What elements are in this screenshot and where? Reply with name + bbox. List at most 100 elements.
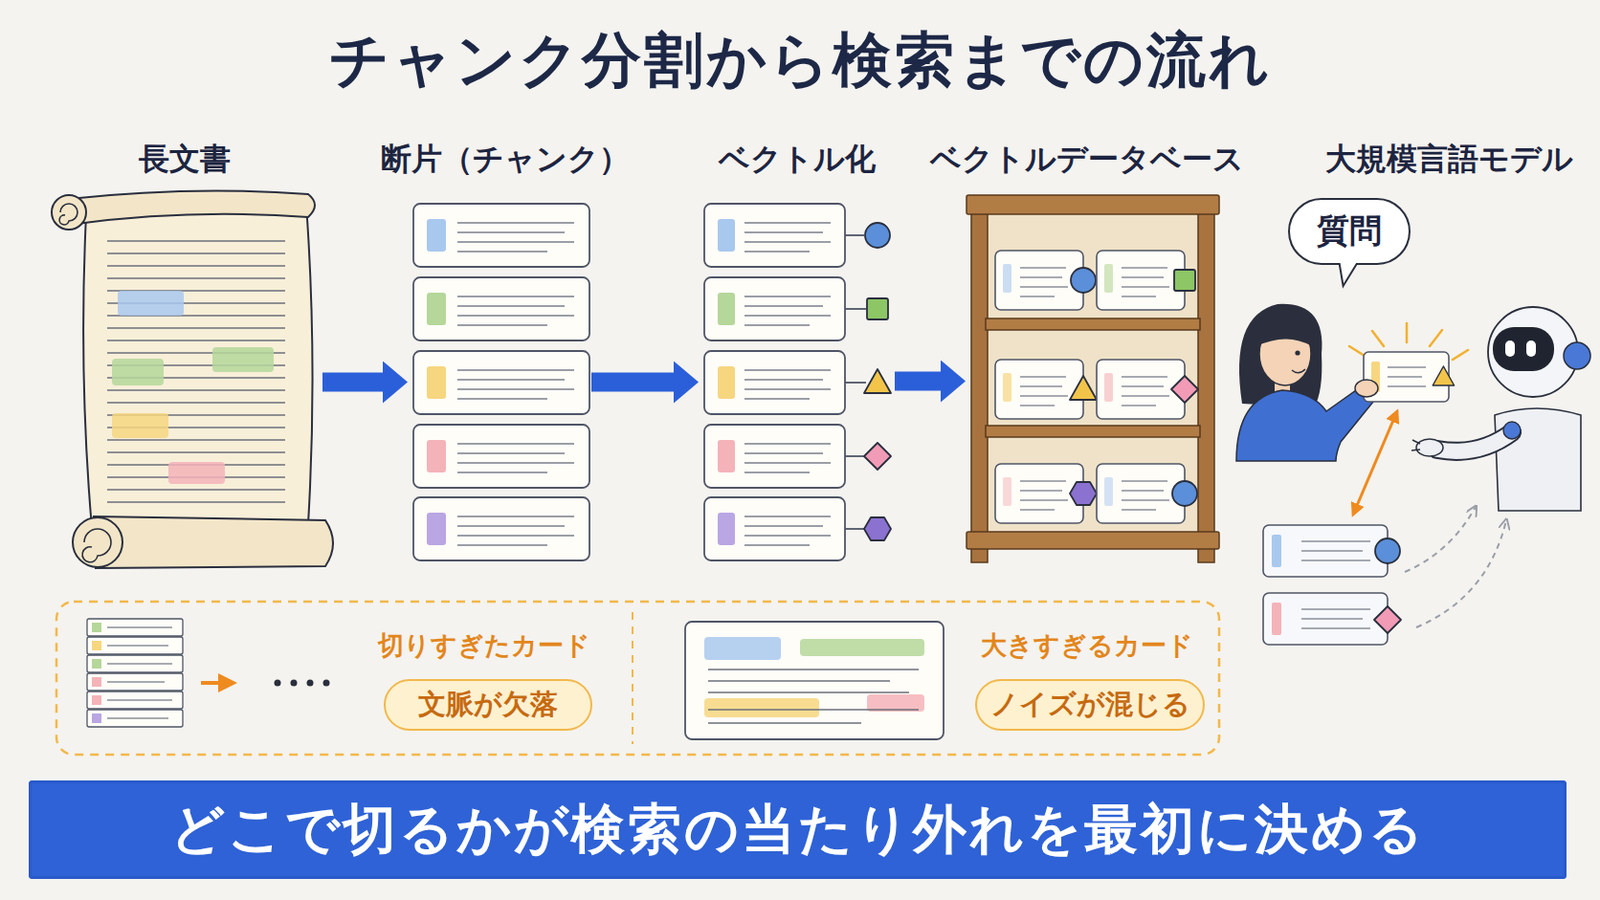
retrieved-cards	[1263, 525, 1388, 578]
tiny-card-stack	[107, 626, 173, 628]
tiny-card-stack	[290, 680, 298, 688]
database-shelf	[1104, 264, 1113, 293]
node-heading: ベクトル化	[718, 140, 876, 178]
database-shelf	[985, 425, 1200, 438]
tiny-card-stack	[91, 659, 102, 669]
diagram-title: チャンク分割から検索までの流れ	[0, 24, 1600, 96]
vector-cards	[704, 277, 845, 341]
chunk-cards	[426, 366, 446, 400]
held-card	[1349, 323, 1468, 402]
chunk-cards	[413, 351, 590, 415]
vector-cards	[717, 292, 735, 326]
retrieved-cards	[1263, 593, 1388, 645]
database-shelf	[966, 195, 1220, 563]
vector-cards	[865, 222, 890, 248]
robot-figure	[1494, 408, 1581, 512]
database-shelf	[1104, 373, 1113, 402]
warning-pill: 切りすぎたカード文脈が欠落	[383, 679, 593, 732]
chunk-cards	[413, 497, 590, 561]
tiny-card-stack	[87, 619, 331, 728]
retrieved-cards	[1375, 538, 1400, 564]
tiny-card-stack	[91, 677, 102, 688]
woman-figure	[1236, 388, 1374, 462]
woman-figure	[1256, 314, 1314, 347]
retrieved-cards	[1263, 411, 1507, 645]
flow-arrow	[894, 372, 941, 392]
chunk-cards	[426, 292, 446, 326]
vector-cards	[717, 219, 735, 252]
database-shelf	[985, 318, 1200, 331]
retrieved-cards	[1416, 520, 1507, 628]
chunk-cards	[426, 512, 446, 546]
node-heading: 大規模言語モデル	[1325, 140, 1574, 178]
chunk-stage: 断片（チャンク）	[413, 203, 590, 561]
llm-stage: 大規模言語モデル質問	[1234, 191, 1584, 661]
tiny-card-stack	[107, 717, 169, 719]
tiny-card-stack	[200, 681, 234, 686]
database-shelf	[995, 359, 1084, 420]
tiny-card-stack	[107, 699, 173, 701]
vector-cards	[844, 455, 865, 458]
held-card	[1387, 367, 1426, 387]
chunk-cards	[426, 219, 446, 252]
warning-pill: 大きすぎるカードノイズが混じる	[975, 679, 1205, 732]
vector-cards	[844, 381, 867, 384]
takeaway-band: どこで切るかが検索の当たり外れを最初に決める	[28, 780, 1567, 880]
vector-cards	[717, 512, 735, 546]
vector-cards	[844, 308, 867, 311]
database-shelf	[1069, 482, 1097, 506]
oversized-card	[708, 669, 919, 724]
document-stage: 長文書	[47, 194, 321, 573]
database-shelf	[1069, 376, 1097, 400]
tiny-card-stack	[107, 663, 173, 665]
woman-figure	[1294, 350, 1300, 356]
tiny-card-stack	[274, 680, 282, 688]
document-scroll	[51, 195, 87, 230]
vector-cards	[717, 440, 735, 473]
node-heading: ベクトルデータベース	[930, 140, 1245, 178]
tiny-card-stack	[307, 680, 314, 688]
woman-figure	[1236, 304, 1374, 462]
document-scroll	[107, 235, 289, 506]
chunk-cards	[413, 203, 590, 561]
document-scroll	[93, 516, 334, 569]
tiny-card-stack	[87, 673, 183, 691]
vector-cards	[717, 366, 735, 400]
database-shelf	[966, 195, 1220, 215]
tiny-card-stack	[91, 622, 102, 633]
tiny-card-stack	[107, 644, 169, 646]
vector-cards	[704, 203, 845, 267]
node-heading: 切りすぎたカード	[377, 630, 591, 662]
node-label: ノイズが混じる	[990, 686, 1191, 725]
database-shelf	[1104, 477, 1113, 507]
vector-cards	[864, 443, 891, 470]
document-scroll	[117, 290, 184, 316]
database-shelf	[1002, 373, 1012, 402]
held-card	[1432, 366, 1454, 386]
chunk-cards	[413, 424, 590, 489]
database-shelf	[966, 532, 1220, 550]
held-card	[1355, 379, 1378, 398]
tiny-card-stack	[91, 641, 102, 651]
vector-cards	[864, 369, 891, 394]
robot-figure	[1411, 440, 1421, 451]
robot-figure	[1411, 307, 1591, 512]
robot-figure	[1437, 432, 1512, 452]
database-shelf	[1002, 264, 1012, 293]
oversized-card	[704, 698, 820, 718]
tiny-card-stack	[91, 695, 102, 706]
speech-bubble: 質問	[1288, 198, 1411, 266]
pitfall-panel	[56, 601, 1220, 756]
chunk-cards	[413, 277, 590, 341]
database-shelf	[1198, 199, 1215, 563]
database-shelf	[1070, 267, 1096, 293]
database-stage: ベクトルデータベース	[971, 199, 1215, 559]
node-heading: 大きすぎるカード	[980, 630, 1194, 662]
document-scroll	[51, 190, 334, 569]
robot-figure	[1526, 340, 1536, 357]
document-scroll	[111, 358, 164, 386]
tiny-card-stack	[87, 637, 183, 655]
tiny-card-stack	[87, 710, 183, 728]
